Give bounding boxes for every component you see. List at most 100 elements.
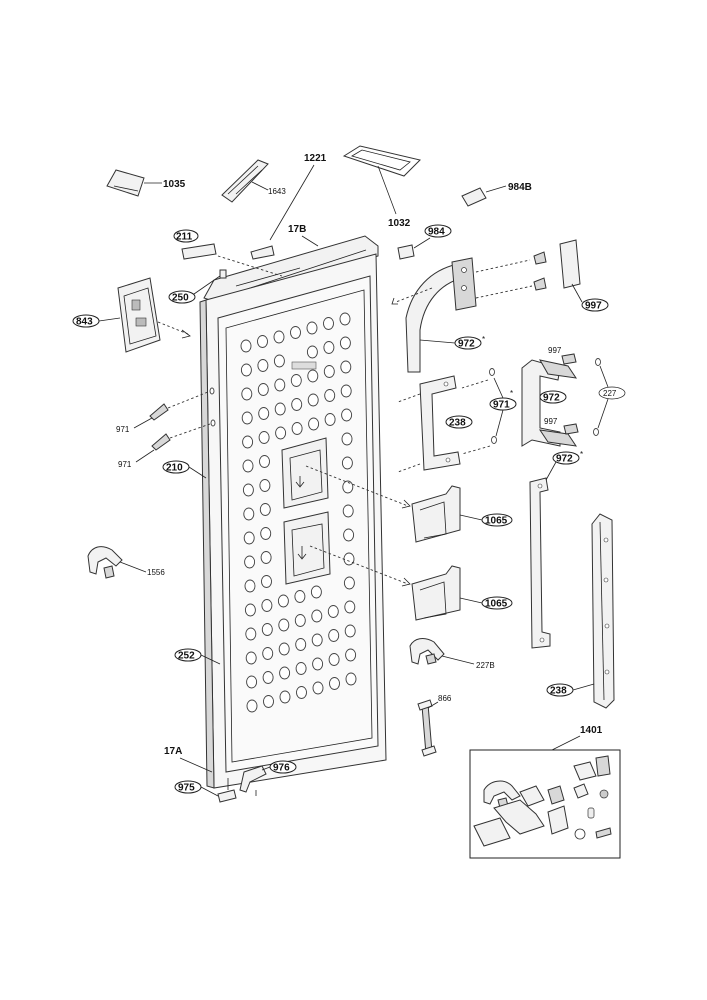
label-1065-lower: 1065 xyxy=(485,599,508,610)
part-1065-upper[interactable]: 1065 xyxy=(305,465,513,543)
liner-hole xyxy=(324,413,336,426)
label-984B: 984B xyxy=(508,182,532,193)
liner-hole xyxy=(308,417,320,431)
liner-hole xyxy=(257,383,269,396)
liner-hole xyxy=(296,686,307,699)
svg-text:*: * xyxy=(482,335,485,344)
part-843[interactable]: 843 xyxy=(72,277,191,353)
part-227B[interactable]: 227B xyxy=(409,638,495,670)
part-1401-kit[interactable]: 1401 xyxy=(469,725,621,859)
label-227: 227 xyxy=(603,389,617,398)
part-984B[interactable]: 984B xyxy=(461,182,532,207)
liner-hole xyxy=(258,431,270,444)
part-227-clips[interactable]: 227 xyxy=(593,358,626,436)
label-227B: 227B xyxy=(476,661,495,670)
label-1643: 1643 xyxy=(268,187,286,196)
part-866[interactable]: 866 xyxy=(417,694,452,757)
liner-hole xyxy=(240,339,252,353)
part-1065-lower[interactable]: 1065 xyxy=(309,545,513,621)
part-238-handle-short[interactable]: 238 xyxy=(397,375,473,473)
liner-hole xyxy=(273,330,285,344)
liner-hole xyxy=(240,363,252,377)
liner-hole xyxy=(243,507,255,521)
liner-hole xyxy=(328,653,340,666)
part-971-screw-lower[interactable]: 971 xyxy=(118,423,211,469)
liner-hole xyxy=(327,605,339,618)
liner-hole xyxy=(261,575,272,588)
label-250: 250 xyxy=(172,293,189,304)
part-1643[interactable]: 1643 xyxy=(221,159,286,203)
part-997-endcap[interactable]: 997 xyxy=(533,239,609,312)
liner-hole xyxy=(259,455,270,468)
liner-hole xyxy=(263,695,274,708)
label-1035: 1035 xyxy=(163,179,186,190)
part-250[interactable]: 250 xyxy=(168,269,227,304)
liner-hole xyxy=(294,590,306,603)
label-843: 843 xyxy=(76,317,93,328)
label-252: 252 xyxy=(178,651,195,662)
label-1221: 1221 xyxy=(304,153,327,164)
part-238-long-trim[interactable]: 238 xyxy=(546,513,615,709)
liner-hole xyxy=(307,369,319,383)
part-972-hinge-set[interactable]: 997 997 972 972 * xyxy=(521,346,583,465)
part-972-long-handle[interactable] xyxy=(529,461,557,649)
liner-hole xyxy=(290,326,301,339)
liner-hole xyxy=(275,426,287,440)
liner-hole xyxy=(242,459,254,473)
liner-hole xyxy=(345,672,357,686)
door-recess-lower xyxy=(283,511,331,585)
part-210[interactable]: 210 xyxy=(162,460,207,479)
liner-hole xyxy=(260,551,272,564)
part-252[interactable]: 252 xyxy=(174,648,221,665)
part-971-screw-upper[interactable]: 971 xyxy=(116,391,209,434)
liner-hole xyxy=(244,555,256,569)
liner-hole xyxy=(342,504,354,518)
door-assembly xyxy=(199,235,387,789)
part-984[interactable]: 984 xyxy=(397,224,452,260)
label-971-left-a: 971 xyxy=(116,425,130,434)
part-1556[interactable]: 1556 xyxy=(87,546,165,579)
liner-hole xyxy=(242,483,254,497)
part-971-pins[interactable]: 971 * xyxy=(461,368,517,455)
label-972-upper: 972 xyxy=(458,339,475,350)
part-1221[interactable]: 1221 xyxy=(250,153,327,260)
door-side-edge xyxy=(199,299,215,789)
liner-hole xyxy=(244,603,256,617)
liner-hole xyxy=(342,480,354,494)
part-976[interactable]: 976 xyxy=(239,760,297,796)
liner-hole xyxy=(245,627,257,641)
liner-hole xyxy=(306,345,318,359)
part-972-handle-upper[interactable]: 972 * xyxy=(391,257,533,373)
liner-hole xyxy=(339,336,351,350)
door-recess-upper xyxy=(281,437,329,509)
part-975[interactable]: 975 xyxy=(174,778,237,803)
liner-hole xyxy=(345,648,357,662)
liner-hole xyxy=(339,312,351,326)
label-1032: 1032 xyxy=(388,218,411,229)
liner-hole xyxy=(344,600,356,614)
svg-text:*: * xyxy=(580,450,583,459)
label-211: 211 xyxy=(176,232,193,243)
label-238-short: 238 xyxy=(449,418,466,429)
liner-hole xyxy=(274,402,286,416)
part-17A[interactable]: 17A xyxy=(164,746,213,773)
part-1035[interactable]: 1035 xyxy=(106,169,186,197)
liner-hole xyxy=(310,585,322,599)
part-1032[interactable]: 1032 xyxy=(342,145,421,229)
label-972-mid: 972 xyxy=(543,393,560,404)
label-17A: 17A xyxy=(164,746,182,757)
liner-hole xyxy=(262,647,274,660)
label-971-right: 971 xyxy=(493,400,510,411)
liner-hole xyxy=(294,614,306,627)
liner-hole xyxy=(278,618,290,632)
liner-hole xyxy=(311,609,323,623)
label-210: 210 xyxy=(166,463,183,474)
liner-hole xyxy=(312,681,324,695)
part-17B[interactable]: 17B xyxy=(288,224,319,247)
label-1065-upper: 1065 xyxy=(485,516,508,527)
liner-hole xyxy=(343,552,355,566)
part-211[interactable]: 211 xyxy=(173,229,283,277)
liner-hole xyxy=(277,594,289,608)
liner-hole xyxy=(274,378,286,392)
